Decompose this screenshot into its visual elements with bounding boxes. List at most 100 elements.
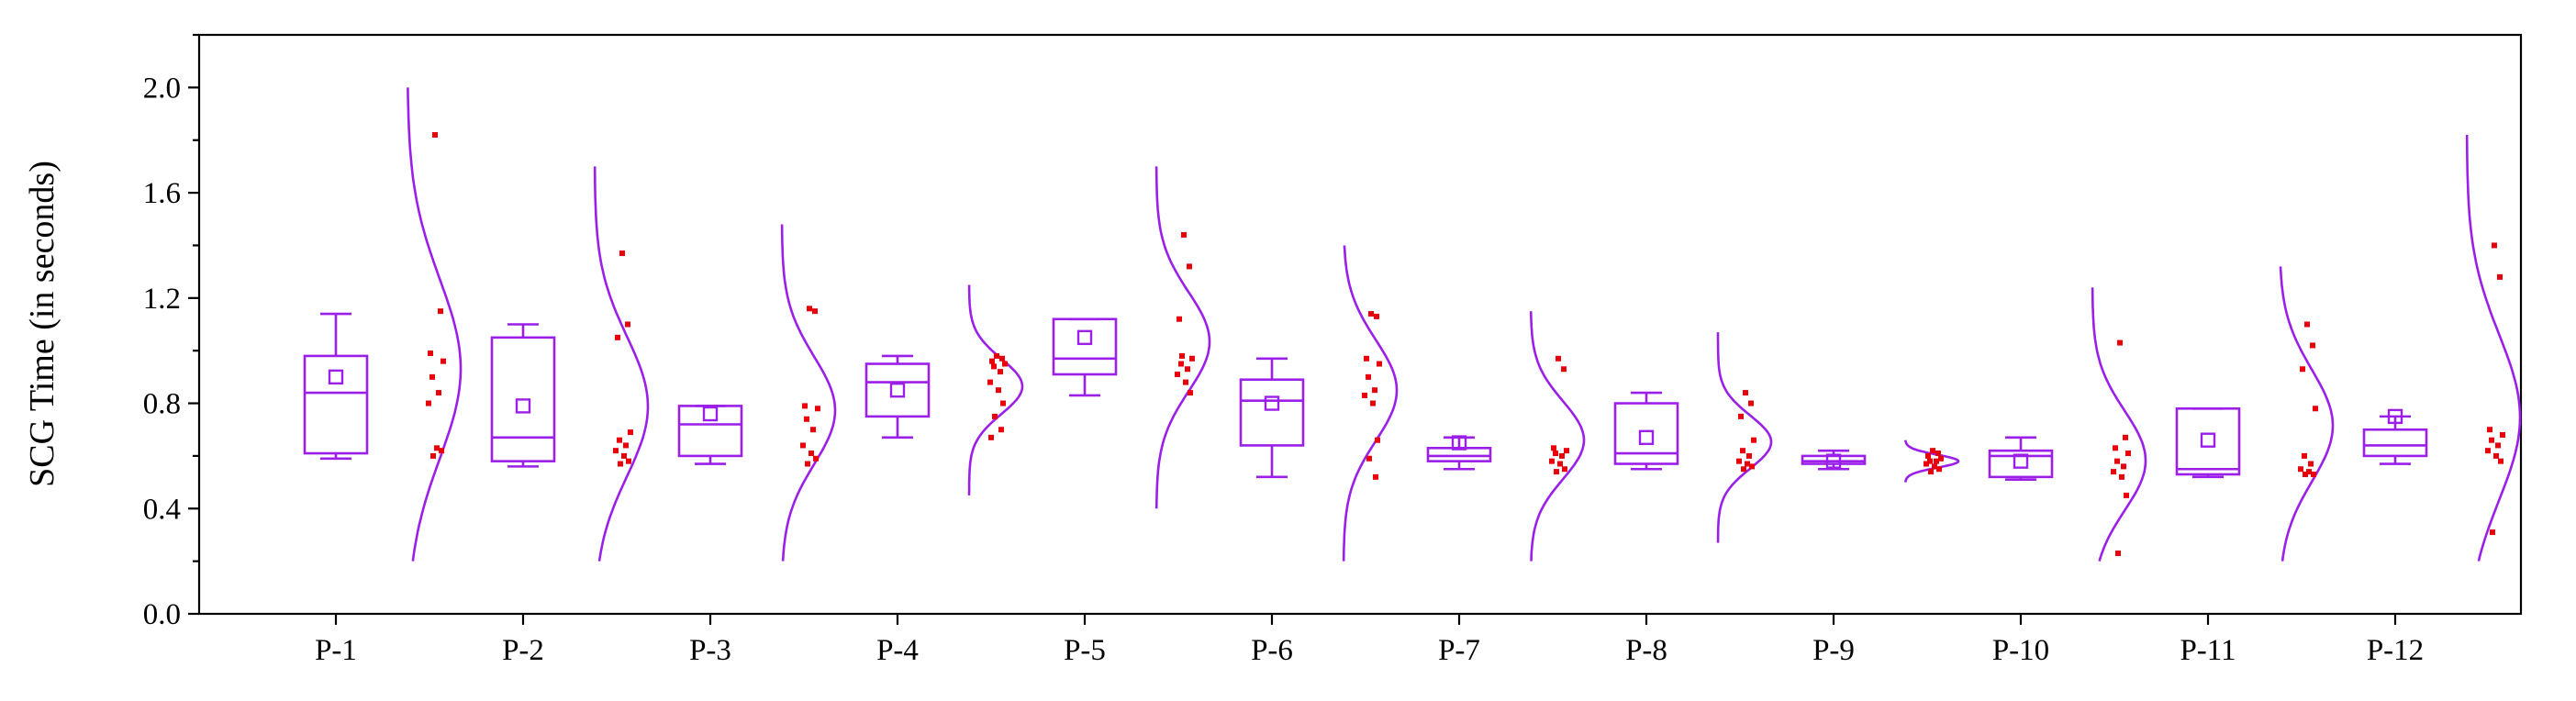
data-point xyxy=(1932,463,1937,470)
x-tick-label: P-7 xyxy=(1438,634,1480,667)
data-point xyxy=(1736,458,1742,464)
data-point xyxy=(436,390,441,396)
data-point xyxy=(1925,452,1931,459)
data-point xyxy=(1185,366,1190,373)
box xyxy=(1801,454,1867,465)
data-point xyxy=(1934,458,1939,464)
data-point xyxy=(438,308,443,315)
data-point xyxy=(999,355,1005,362)
data-point xyxy=(428,350,433,357)
data-point xyxy=(2119,473,2124,480)
data-point xyxy=(1924,461,1929,467)
data-point xyxy=(430,452,436,459)
data-point xyxy=(1751,437,1756,443)
mean-marker xyxy=(1638,429,1655,446)
data-point xyxy=(2311,471,2316,477)
data-point xyxy=(805,461,810,467)
data-point xyxy=(2489,437,2494,443)
mean-marker xyxy=(1825,453,1842,469)
data-point xyxy=(618,461,623,467)
data-point xyxy=(617,437,622,443)
box xyxy=(490,336,556,462)
data-point xyxy=(2492,242,2497,249)
data-point xyxy=(1179,352,1185,359)
data-point xyxy=(1373,473,1378,480)
data-point xyxy=(1556,355,1561,362)
data-point xyxy=(2497,273,2503,280)
data-point xyxy=(1183,379,1188,385)
data-point xyxy=(2300,366,2305,373)
series-group-p-8 xyxy=(1613,332,1773,543)
data-point xyxy=(815,406,820,412)
box xyxy=(1988,449,2054,479)
data-point xyxy=(1561,366,1567,373)
series-group-p-6 xyxy=(1239,245,1399,562)
data-point xyxy=(989,358,995,364)
data-point xyxy=(802,403,808,409)
box xyxy=(1052,317,1118,376)
box xyxy=(677,405,743,458)
data-point xyxy=(1740,448,1745,454)
data-point xyxy=(1745,461,1750,467)
data-point xyxy=(625,321,630,328)
data-point xyxy=(2113,445,2118,451)
data-point xyxy=(1559,452,1565,459)
y-tick-label: 1.2 xyxy=(143,283,181,316)
x-tick-label: P-11 xyxy=(2180,634,2236,667)
x-tick-label: P-2 xyxy=(502,634,544,667)
data-point xyxy=(1175,371,1180,377)
data-point xyxy=(810,427,816,433)
data-point xyxy=(1738,413,1744,419)
box xyxy=(1239,378,1305,447)
data-point xyxy=(1938,455,1944,462)
data-point xyxy=(2124,492,2129,498)
x-tick-label: P-6 xyxy=(1251,634,1293,667)
data-point xyxy=(628,429,633,436)
data-point xyxy=(1743,390,1748,396)
data-point xyxy=(2493,452,2499,459)
data-point xyxy=(1375,437,1380,443)
data-point xyxy=(1368,311,1374,317)
distribution-curve xyxy=(1154,166,1211,509)
data-point xyxy=(615,334,620,340)
data-point xyxy=(1748,400,1754,406)
data-point xyxy=(807,306,812,312)
series-group-p-11 xyxy=(2175,266,2335,562)
distribution-curve xyxy=(967,284,1024,495)
data-point xyxy=(996,387,1001,394)
data-point xyxy=(1187,263,1192,270)
data-point xyxy=(2111,469,2116,475)
y-axis-title: SCG Time (in seconds) xyxy=(23,161,61,487)
box xyxy=(2175,406,2241,476)
box xyxy=(303,354,369,455)
data-point xyxy=(988,434,994,440)
data-point xyxy=(1366,373,1371,380)
data-point xyxy=(1362,392,1367,398)
distribution-curve xyxy=(2465,135,2522,562)
data-point xyxy=(434,445,440,451)
x-tick-label: P-4 xyxy=(876,634,919,667)
distribution-curve xyxy=(2091,287,2147,562)
data-point xyxy=(1554,469,1559,475)
data-point xyxy=(1930,448,1935,454)
data-point xyxy=(2114,458,2120,464)
data-point xyxy=(1927,458,1933,464)
data-point xyxy=(2302,452,2307,459)
data-point xyxy=(1370,400,1376,406)
data-point xyxy=(440,358,446,364)
mean-marker xyxy=(1076,329,1093,346)
data-point xyxy=(1562,466,1567,473)
y-tick-label: 1.6 xyxy=(143,177,181,210)
data-point xyxy=(800,442,806,449)
data-point xyxy=(613,448,619,454)
distribution-curve xyxy=(780,224,837,562)
series-group-p-2 xyxy=(490,166,650,562)
data-point xyxy=(998,369,1003,375)
x-tick-label: P-9 xyxy=(1812,634,1855,667)
data-point xyxy=(2490,529,2495,536)
data-point xyxy=(1000,400,1006,406)
box xyxy=(2362,428,2428,458)
data-point xyxy=(808,451,814,457)
data-point xyxy=(1551,445,1556,451)
